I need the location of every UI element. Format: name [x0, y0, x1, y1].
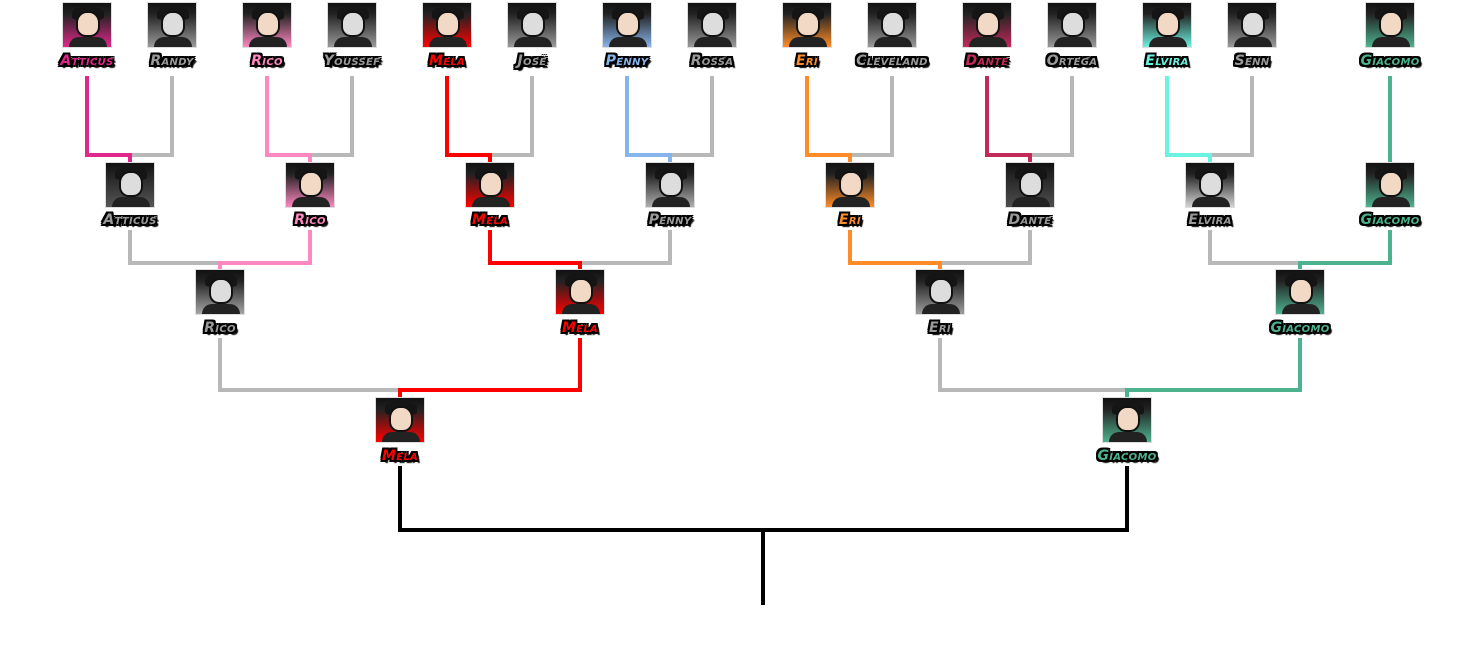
avatar-giacomo [1275, 269, 1325, 315]
match-connector [938, 230, 1032, 265]
competitor-name: Penny [648, 212, 692, 228]
match-connector [848, 230, 942, 265]
competitor-name: Dante [1008, 212, 1052, 228]
competitor-name: Atticus [60, 53, 114, 69]
competitor-name: Rossa [690, 53, 734, 69]
competitor-name: Rico [294, 212, 326, 228]
competitor-name: Eri [839, 212, 861, 228]
competitor-name: Elvira [1188, 212, 1232, 228]
avatar-mela [375, 397, 425, 443]
competitor-name: Eri [796, 53, 818, 69]
avatar-elvira [1142, 2, 1192, 48]
competitor-name: Mela [381, 448, 419, 464]
match-connector [578, 230, 672, 265]
match-connector [938, 338, 1129, 392]
avatar-mela [465, 162, 515, 208]
avatar-eri [825, 162, 875, 208]
match-connector [445, 76, 492, 157]
competitor-name: Rico [204, 320, 236, 336]
match-connector [265, 76, 312, 157]
competitor-name: Dante [965, 53, 1009, 69]
competitor-name: Rico [251, 53, 283, 69]
competitor-name: Giacomo [1270, 320, 1330, 336]
competitor-name: Penny [605, 53, 649, 69]
avatar-dante [1005, 162, 1055, 208]
match-connector [805, 76, 852, 157]
match-connector [1208, 76, 1254, 157]
avatar-eri [782, 2, 832, 48]
avatar-penny [602, 2, 652, 48]
competitor-name: Giacomo [1097, 448, 1157, 464]
avatar-rico [242, 2, 292, 48]
competitor-name: Giacomo [1360, 212, 1420, 228]
avatar-dante [962, 2, 1012, 48]
match-connector [625, 76, 672, 157]
match-connector [1125, 338, 1302, 392]
match-connector [308, 76, 354, 157]
competitor-name: Atticus [103, 212, 157, 228]
competitor-name: Eri [929, 320, 951, 336]
match-connector [488, 76, 534, 157]
avatar-rico [195, 269, 245, 315]
match-connector [1298, 230, 1392, 265]
match-connector [398, 338, 582, 392]
match-connector [218, 338, 402, 392]
match-connector [1028, 76, 1074, 157]
avatar-giacomo [1102, 397, 1152, 443]
avatar-randy [147, 2, 197, 48]
avatar-mela [422, 2, 472, 48]
avatar-penny [645, 162, 695, 208]
final-connector [398, 466, 1129, 532]
competitor-name: Elvira [1145, 53, 1189, 69]
competitor-name: Mela [561, 320, 599, 336]
avatar-josé [507, 2, 557, 48]
avatar-youssef [327, 2, 377, 48]
avatar-cleveland [867, 2, 917, 48]
match-connector [1165, 76, 1212, 157]
avatar-senn [1227, 2, 1277, 48]
avatar-eri [915, 269, 965, 315]
avatar-rossa [687, 2, 737, 48]
avatar-atticus [62, 2, 112, 48]
avatar-mela [555, 269, 605, 315]
avatar-atticus [105, 162, 155, 208]
avatar-giacomo [1365, 2, 1415, 48]
match-connector [848, 76, 894, 157]
competitor-name: Ortega [1046, 53, 1098, 69]
match-connector [668, 76, 714, 157]
competitor-name: José [517, 53, 547, 69]
competitor-name: Mela [428, 53, 466, 69]
match-connector [488, 230, 582, 265]
avatar-elvira [1185, 162, 1235, 208]
competitor-name: Randy [150, 53, 194, 69]
match-connector [1208, 230, 1302, 265]
match-connector [218, 230, 312, 265]
competitor-name: Senn [1234, 53, 1270, 69]
competitor-name: Mela [471, 212, 509, 228]
match-connector [128, 230, 222, 265]
avatar-ortega [1047, 2, 1097, 48]
match-connector [128, 76, 174, 157]
avatar-giacomo [1365, 162, 1415, 208]
competitor-name: Giacomo [1360, 53, 1420, 69]
match-connector [985, 76, 1032, 157]
match-connector [85, 76, 132, 157]
competitor-name: Cleveland [856, 53, 928, 69]
competitor-name: Youssef [323, 53, 381, 69]
avatar-rico [285, 162, 335, 208]
